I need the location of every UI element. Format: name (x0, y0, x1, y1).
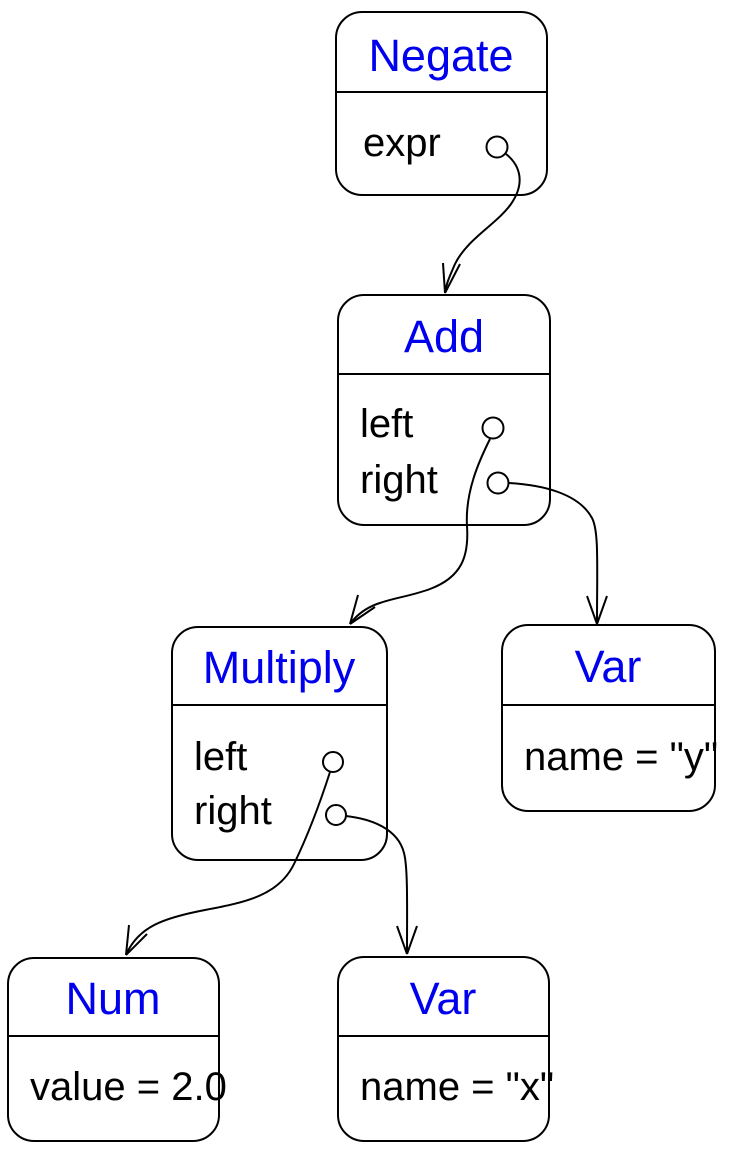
port-multiply-right (325, 804, 347, 826)
node-var-x: Var name = "x" (337, 956, 554, 1142)
node-title: Negate (368, 30, 513, 81)
field-label: left (194, 735, 247, 779)
node-title: Var (410, 973, 477, 1024)
node-var-y: Var name = "y" (501, 624, 718, 812)
port-negate-expr (485, 135, 509, 159)
edge-multiply-right-to-var-x (345, 815, 409, 955)
edge-add-right-to-var-y (508, 482, 599, 625)
edge-multiply-left-to-num (125, 771, 331, 956)
edges (125, 153, 608, 956)
node-box (501, 624, 716, 812)
ports (322, 135, 510, 826)
node-num: Num value = 2.0 (7, 957, 227, 1142)
port-add-right (486, 471, 510, 495)
field-label: right (360, 458, 438, 502)
field-label: expr (363, 121, 441, 165)
node-box (7, 957, 220, 1142)
node-title: Num (65, 973, 160, 1024)
arrowhead-multiply-right (396, 925, 418, 955)
field-label: right (194, 789, 272, 833)
node-title: Multiply (203, 642, 356, 693)
node-title: Var (575, 641, 642, 692)
node-add: Add left right (337, 294, 551, 526)
arrowhead-negate-expr (442, 262, 461, 294)
arrowhead-add-left (349, 594, 376, 625)
node-multiply: Multiply left right (171, 626, 388, 861)
node-title: Add (404, 311, 484, 362)
arrowhead-multiply-left (125, 924, 148, 956)
arrowhead-add-right (586, 595, 608, 625)
edge-negate-expr-to-add (444, 153, 521, 294)
node-box (337, 294, 551, 526)
field-label: left (360, 402, 413, 446)
field-label: name = "y" (524, 735, 718, 779)
node-box (171, 626, 388, 861)
field-label: name = "x" (360, 1065, 554, 1109)
node-negate: Negate expr (335, 11, 548, 196)
node-box (337, 956, 550, 1142)
port-multiply-left (322, 751, 344, 773)
port-add-left (481, 416, 505, 440)
edge-add-left-to-multiply (349, 438, 491, 625)
field-label: value = 2.0 (30, 1065, 227, 1109)
